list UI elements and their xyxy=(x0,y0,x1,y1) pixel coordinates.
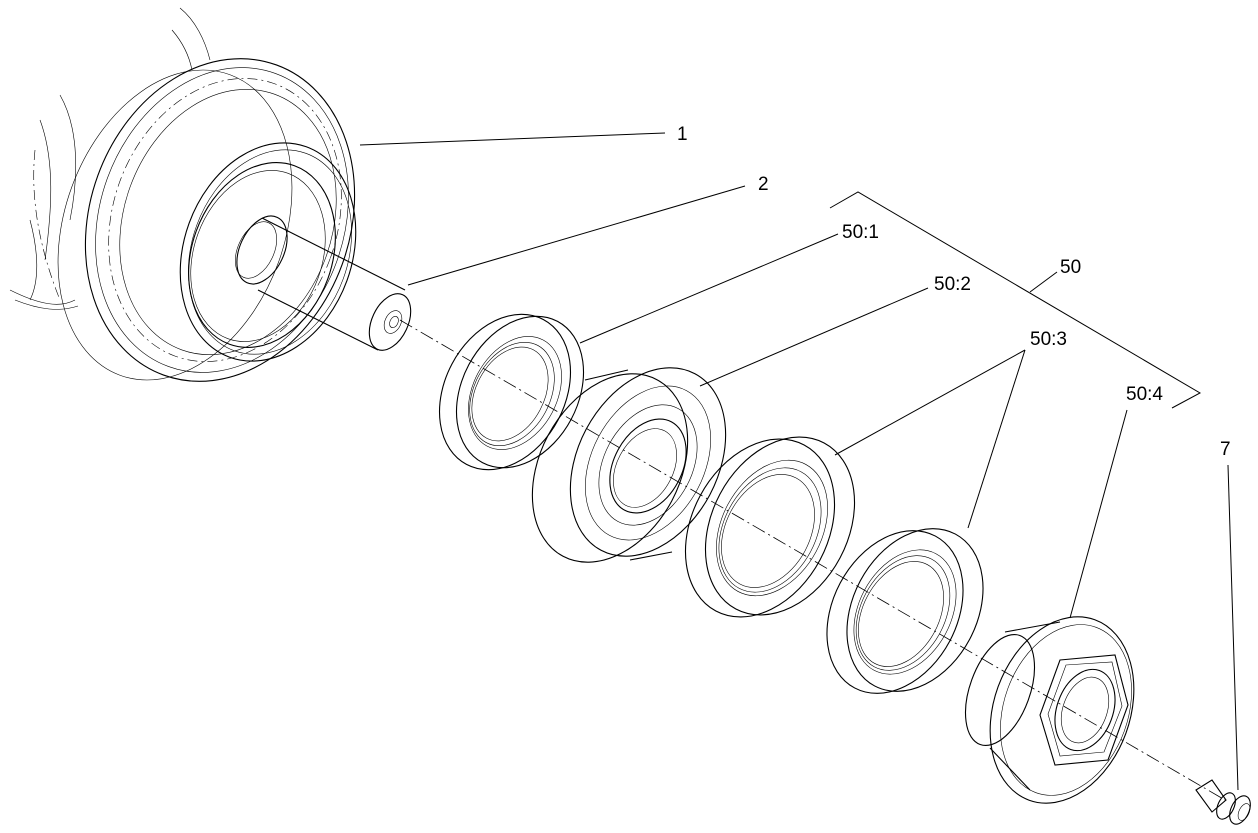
spacer-nut-part xyxy=(964,616,1135,804)
callout-50-2: 50:2 xyxy=(934,274,971,295)
leader-line xyxy=(359,132,666,146)
callout-50-4: 50:4 xyxy=(1126,384,1163,405)
axle-shaft xyxy=(235,215,412,351)
leader-line xyxy=(407,185,746,286)
group-bracket xyxy=(829,191,1202,409)
seal-part xyxy=(438,313,585,471)
center-axis-line xyxy=(399,319,1226,801)
grease-fitting-part xyxy=(1195,779,1251,825)
leader-line xyxy=(1029,271,1058,293)
leader-line xyxy=(834,349,1026,456)
wheel-assembly xyxy=(9,7,357,382)
callout-2: 2 xyxy=(758,174,769,195)
seal-part xyxy=(826,528,984,694)
callout-50-3: 50:3 xyxy=(1030,329,1067,350)
leader-line xyxy=(579,233,839,344)
callout-1: 1 xyxy=(677,124,688,145)
seal-part xyxy=(684,436,856,618)
callout-50: 50 xyxy=(1060,257,1081,278)
leader-line xyxy=(699,287,929,387)
leader-line xyxy=(1227,464,1239,791)
bearing-part xyxy=(531,367,727,563)
callout-50-1: 50:1 xyxy=(842,222,879,243)
leader-line xyxy=(967,349,1026,529)
callout-7: 7 xyxy=(1220,439,1231,460)
leader-line xyxy=(1069,409,1128,619)
